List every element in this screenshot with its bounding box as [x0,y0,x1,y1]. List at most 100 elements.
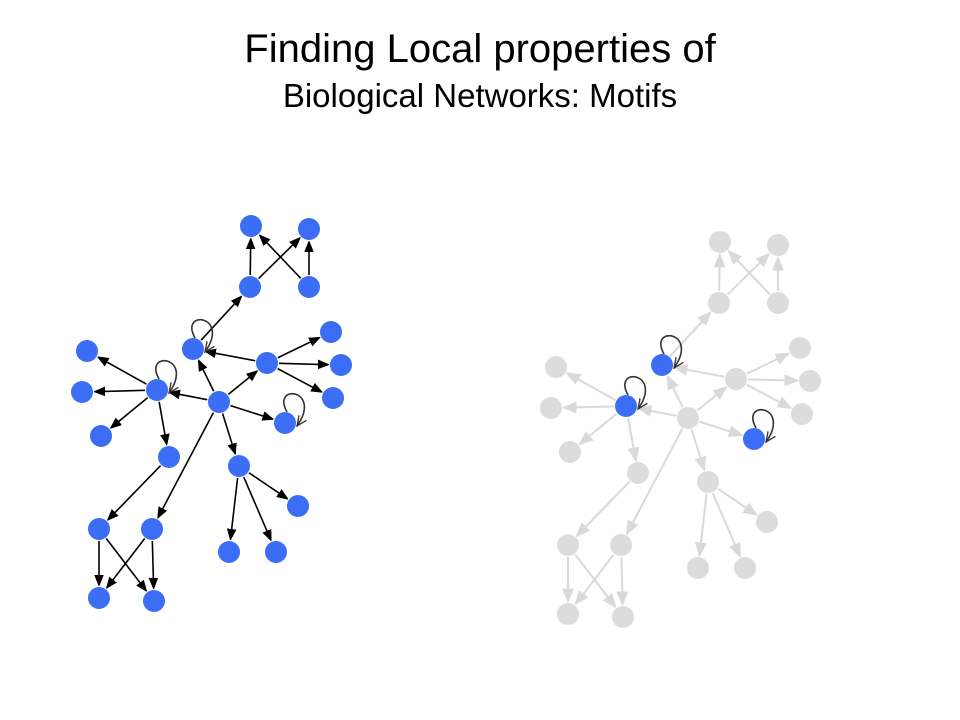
edge [95,390,146,391]
network-node-faded [756,511,778,533]
edge [567,373,617,402]
network-node-faded [799,370,821,392]
network-node [88,518,110,540]
edge [580,412,618,444]
edge [152,540,153,588]
self-loop-edge [283,392,305,426]
network-node [182,338,204,360]
network-node [651,354,673,376]
edge [747,379,797,380]
network-node [239,276,261,298]
self-loop-edge [155,359,177,393]
edge [227,371,257,396]
network-node [218,541,240,563]
edge [577,480,631,536]
edge [729,251,771,295]
network-node [322,387,344,409]
edge [574,553,615,607]
edge [719,255,720,292]
network-node [743,428,765,450]
edge [669,313,710,357]
network-node-faded [540,397,562,419]
network-node [90,425,112,447]
network-node [274,412,296,434]
self-loop-edge [191,318,213,352]
network-node-faded [612,606,634,628]
edge [277,338,320,359]
network-node [320,321,342,343]
slide-title-line-2: Biological Networks: Motifs [282,77,678,114]
edge [230,404,272,419]
network-node-faded [677,407,699,429]
network-node [143,590,165,612]
edge [726,254,769,296]
edge [576,553,615,604]
self-loop-highlight-network [540,231,821,628]
network-node-faded [627,462,649,484]
slide-title-line-1: Finding Local properties of [244,27,716,71]
network-node-faded [557,603,579,625]
edge [200,297,241,341]
edge [621,556,622,604]
self-loop-edge [660,334,682,368]
edge [105,538,146,591]
network-node-faded [557,534,579,556]
edge [699,420,741,435]
edge [206,351,256,362]
network-node [240,215,262,237]
edge [158,412,215,518]
edge [717,487,756,515]
network-node-faded [734,557,756,579]
edge [243,476,271,540]
network-node-faded [725,368,747,390]
edge [278,363,328,364]
network-node [141,518,163,540]
edge [257,238,300,280]
edge [277,367,322,392]
network-node [76,340,98,362]
network-node [208,391,230,413]
edge [627,417,636,460]
network-node [146,379,168,401]
edge [696,387,726,412]
network-node-faded [545,356,567,378]
edge [564,406,615,407]
edge [107,538,146,588]
network-node-faded [687,557,709,579]
network-node [256,352,278,374]
edge [199,361,215,392]
self-loop-edge [624,375,646,409]
network-node [88,587,110,609]
network-node [71,381,93,403]
edge [98,357,147,385]
edge [700,493,708,555]
network-node-faded [708,292,730,314]
edge [675,367,725,378]
network-node [265,541,287,563]
network-node [330,354,352,376]
full-network [71,215,352,612]
edge [639,408,677,415]
network-node [615,395,637,417]
network-node-faded [697,471,719,493]
network-node-faded [767,234,789,256]
edge [221,413,236,453]
network-node [298,218,320,240]
network-node-faded [767,292,789,314]
network-node-faded [791,403,813,425]
edge [711,492,740,556]
edge [108,465,162,520]
network-node [287,495,309,517]
edge [250,239,251,276]
edge [668,377,684,408]
network-node-faded [789,337,811,359]
edge [111,396,149,428]
network-node-faded [709,231,731,253]
edge [231,477,239,539]
edge [158,401,167,444]
edge [170,392,208,401]
network-node [298,276,320,298]
network-node-faded [559,441,581,463]
edge [260,235,302,279]
